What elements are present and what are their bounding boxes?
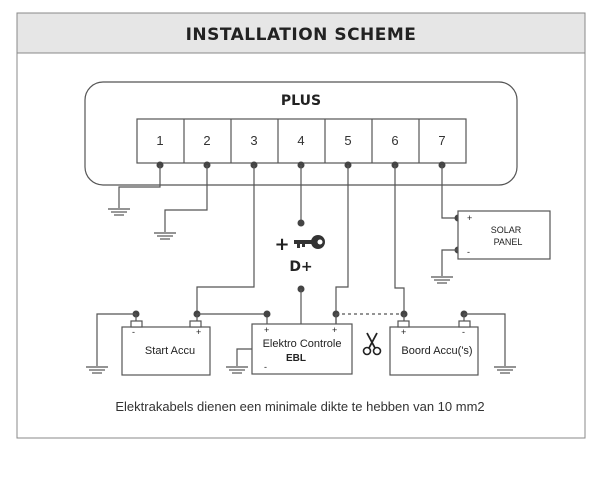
wire-board-battery-ground xyxy=(464,313,516,374)
controller-label: Elektro Controle xyxy=(263,338,342,350)
start-battery-box xyxy=(121,326,211,376)
terminal-4-label: 4 xyxy=(297,133,304,148)
controller-minus: - xyxy=(264,362,267,372)
solar-minus-sign: - xyxy=(467,247,470,257)
wire-terminal-1-ground xyxy=(108,165,161,216)
terminal-block: 1 2 3 4 5 6 7 xyxy=(136,118,467,164)
wire-start-battery-controller xyxy=(197,310,271,324)
board-battery-label: Boord Accu('s) xyxy=(401,345,472,357)
ignition-plus-sign: + xyxy=(274,234,289,255)
controller-plus-right: + xyxy=(332,325,337,335)
terminal-block-outline xyxy=(136,118,467,164)
solar-panel-box xyxy=(457,210,551,260)
terminal-5-label: 5 xyxy=(344,133,351,148)
controller-sublabel: EBL xyxy=(286,353,306,364)
controller-ebl: + + - Elektro Controle EBL xyxy=(251,310,353,375)
terminal-6-label: 6 xyxy=(391,133,398,148)
start-battery-plus: + xyxy=(196,327,201,337)
ignition-key: + D+ xyxy=(274,234,325,275)
terminal-1-label: 1 xyxy=(156,133,163,148)
wire-terminal-2-ground xyxy=(154,165,208,240)
wire-controller-ground xyxy=(226,348,252,374)
board-battery-box xyxy=(389,326,479,376)
wire-terminal-3-start-battery xyxy=(196,165,255,314)
wire-d-plus-controller xyxy=(297,285,305,324)
start-battery: - + Start Accu xyxy=(121,310,211,376)
board-battery-minus: - xyxy=(462,327,465,337)
page-title: INSTALLATION SCHEME xyxy=(186,25,417,45)
solar-label-line1: SOLAR xyxy=(491,225,522,235)
solar-label-line2: PANEL xyxy=(494,237,523,247)
key-icon xyxy=(294,235,325,249)
wire-start-battery-ground xyxy=(86,313,136,374)
plus-unit-label: PLUS xyxy=(281,93,321,109)
board-battery: + - Boord Accu('s) xyxy=(389,310,479,376)
terminal-3-label: 3 xyxy=(250,133,257,148)
d-plus-label: D+ xyxy=(289,259,312,275)
wire-terminal-4-ignition xyxy=(297,165,305,227)
terminal-7-label: 7 xyxy=(438,133,445,148)
footer-note: Elektrakabels dienen een minimale dikte … xyxy=(115,399,484,414)
board-battery-plus: + xyxy=(401,327,406,337)
wire-terminal-6-board-battery xyxy=(394,165,405,314)
controller-plus-left: + xyxy=(264,325,269,335)
solar-plus-sign: + xyxy=(467,213,472,223)
terminal-2-label: 2 xyxy=(203,133,210,148)
solar-panel: + - SOLAR PANEL xyxy=(457,210,551,260)
scissors-icon xyxy=(362,332,382,356)
start-battery-label: Start Accu xyxy=(145,345,195,357)
wire-terminal-5-controller xyxy=(335,165,349,324)
start-battery-minus: - xyxy=(132,327,135,337)
header-bar xyxy=(16,12,586,54)
